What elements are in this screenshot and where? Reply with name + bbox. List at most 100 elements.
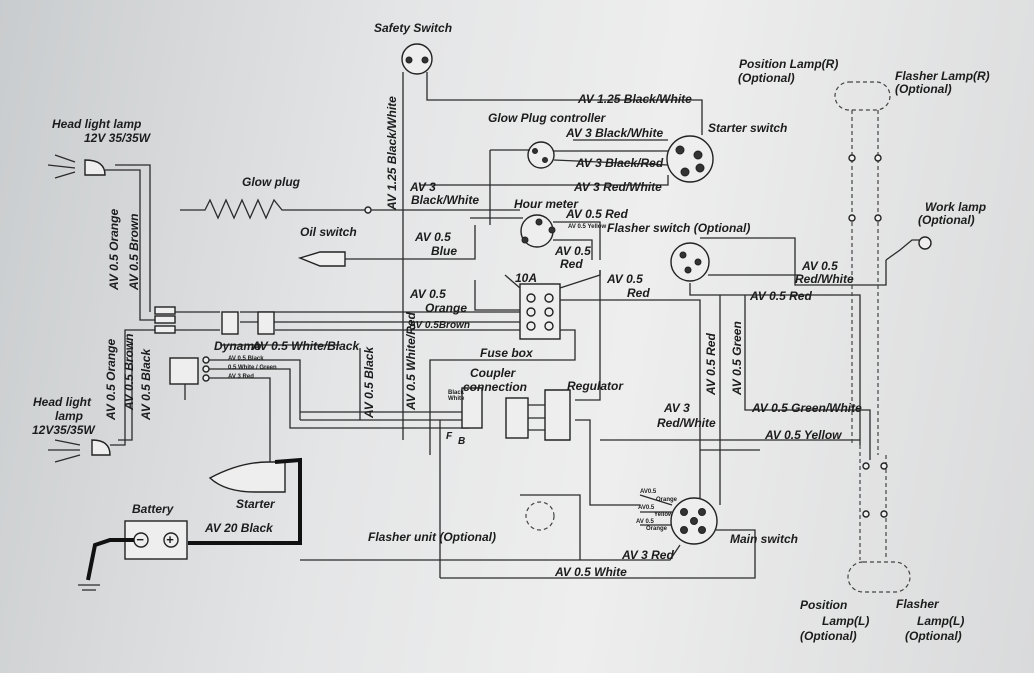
safety-switch-symbol xyxy=(401,43,433,75)
wire-label: AV 0.5 Red xyxy=(750,289,812,303)
hour-meter-label: Hour meter xyxy=(514,197,579,211)
flasher-lamp-r-label-2: (Optional) xyxy=(895,82,952,96)
wire-label: AV 0.5 White xyxy=(555,565,627,579)
regulator-label: Regulator xyxy=(567,379,624,393)
safety-switch-label: Safety Switch xyxy=(374,21,453,35)
wire-label: AV 3 Red xyxy=(228,374,254,380)
wire-label: AV 0.5 White/Black xyxy=(252,339,360,353)
starter-symbol xyxy=(208,461,286,493)
main-switch-label: Main switch xyxy=(730,532,799,546)
dynamo-label: Dynamo xyxy=(214,339,262,353)
coupler-label-1: Coupler xyxy=(470,366,516,380)
coupler-b-label: B xyxy=(458,436,466,447)
position-lamp-l-label-1: Position xyxy=(800,598,848,612)
glow-plug-label: Glow plug xyxy=(242,175,300,189)
flasher-lamp-r-label-1: Flasher Lamp(R) xyxy=(895,69,990,83)
position-lamp-r-label-2: (Optional) xyxy=(738,71,795,85)
wire-label: AV 0.5 Green/White xyxy=(752,401,862,415)
wire-label: Black/White xyxy=(411,193,480,207)
wire-label: AV 1.25 Black/White xyxy=(578,92,692,106)
wire-label: AV0.5 xyxy=(638,505,655,511)
glow-plug-controller-label: Glow Plug controller xyxy=(488,111,606,125)
wire-label: AV 3 xyxy=(410,180,436,194)
wire-label: AV 20 Black xyxy=(205,521,273,535)
coupler-small-label: Black White xyxy=(448,390,465,402)
wire-label: AV 0.5 xyxy=(607,272,643,286)
fuse-box-symbol xyxy=(519,283,561,340)
wire-label: AV 0.5 Yellow xyxy=(568,224,607,230)
wire-label: AV 3 xyxy=(664,401,690,415)
wire-label: AV 0.5 Orange xyxy=(107,208,121,290)
wire-label: AV 0.5 Black xyxy=(139,348,153,420)
regulator-symbol xyxy=(544,389,571,441)
battery-label: Battery xyxy=(132,502,174,516)
wire-label: Orange xyxy=(425,301,468,315)
wire-label: AV 0.5 Red xyxy=(566,207,628,221)
wire-label: AV 0.5 Green xyxy=(730,321,744,395)
wire-label: Red/White xyxy=(657,416,716,430)
wire-label: 0.5 White / Green xyxy=(228,365,277,371)
wire-label: AV 1.25 Black/White xyxy=(385,96,399,210)
position-lamp-l-label-3: (Optional) xyxy=(800,629,857,643)
head-light-bottom-symbol xyxy=(91,439,111,456)
starter-label: Starter xyxy=(236,497,275,511)
wire-label: AV 0.5 xyxy=(410,287,446,301)
head-light-top-label-2: 12V 35/35W xyxy=(84,131,151,145)
battery-pos-label: + xyxy=(166,532,174,547)
wire-label: AV0.5 xyxy=(640,489,657,495)
oil-switch-label: Oil switch xyxy=(300,225,357,239)
flasher-lamp-l-label-3: (Optional) xyxy=(905,629,962,643)
wire-label: Red/White xyxy=(795,272,854,286)
wire-label: AV 0.5 Red xyxy=(704,333,718,395)
coupler-symbol xyxy=(461,387,483,429)
wire-label: AV 0.5 xyxy=(555,244,591,258)
glow-plug-symbol xyxy=(180,198,365,220)
flasher-switch-symbol xyxy=(670,242,710,282)
coupler-f-label: F xyxy=(446,431,453,442)
flasher-lamp-l-label-2: Lamp(L) xyxy=(917,614,965,628)
wire-label: AV 3 Black/White xyxy=(566,126,664,140)
starter-switch-symbol xyxy=(666,135,714,183)
coupler-label-2: connection xyxy=(463,380,528,394)
fuse-box-label: Fuse box xyxy=(480,346,533,360)
fuse-rating-label: 10A xyxy=(515,271,538,285)
starter-switch-label: Starter switch xyxy=(708,121,788,135)
wire-label: Yellow xyxy=(654,512,673,518)
flasher-unit-symbol xyxy=(525,501,555,531)
head-light-bottom-label-2: lamp xyxy=(55,409,84,423)
dynamo-symbol xyxy=(169,357,199,385)
wire-label: Orange xyxy=(646,526,668,532)
wire-label: AV 3 Black/Red xyxy=(576,156,664,170)
wire-label: AV 0.5 Yellow xyxy=(765,428,842,442)
wire-label: AV 0.5 Black xyxy=(228,356,264,362)
glow-plug-controller-symbol xyxy=(527,141,555,169)
wire-label: Orange xyxy=(656,497,678,503)
head-light-bottom-label-1: Head light xyxy=(33,395,92,409)
flasher-switch-label: Flasher switch (Optional) xyxy=(607,221,751,235)
battery-neg-label: − xyxy=(136,532,144,547)
wire-label: AV 0.5Brown xyxy=(409,320,470,331)
wire-label: Red xyxy=(560,257,583,271)
oil-switch-symbol xyxy=(297,251,346,267)
wire-label: Red xyxy=(627,286,650,300)
position-lamp-l-label-2: Lamp(L) xyxy=(822,614,870,628)
head-light-top-label-1: Head light lamp xyxy=(52,117,142,131)
wire-label: AV 0.5 Orange xyxy=(104,338,118,420)
wire-label: AV 0.5 xyxy=(636,519,654,525)
work-lamp-symbol xyxy=(918,236,932,250)
position-lamp-r-symbol xyxy=(834,81,891,111)
wire-label: AV 0.5 Brown xyxy=(127,213,141,290)
wire-label: AV 3 Red xyxy=(622,548,674,562)
work-lamp-label-1: Work lamp xyxy=(925,200,987,214)
wire-label: AV 3 Red/White xyxy=(574,180,662,194)
wire-label: Blue xyxy=(431,244,458,258)
wire-label: AV 0.5 White/Red xyxy=(404,312,418,410)
wire-label: AV 0.5 Brown xyxy=(122,333,136,410)
position-lamp-r-label-1: Position Lamp(R) xyxy=(739,57,839,71)
position-lamp-l-symbol xyxy=(847,561,911,593)
head-light-bottom-label-3: 12V35/35W xyxy=(32,423,95,437)
work-lamp-label-2: (Optional) xyxy=(918,213,975,227)
wire-label: AV 0.5 Black xyxy=(362,346,376,418)
